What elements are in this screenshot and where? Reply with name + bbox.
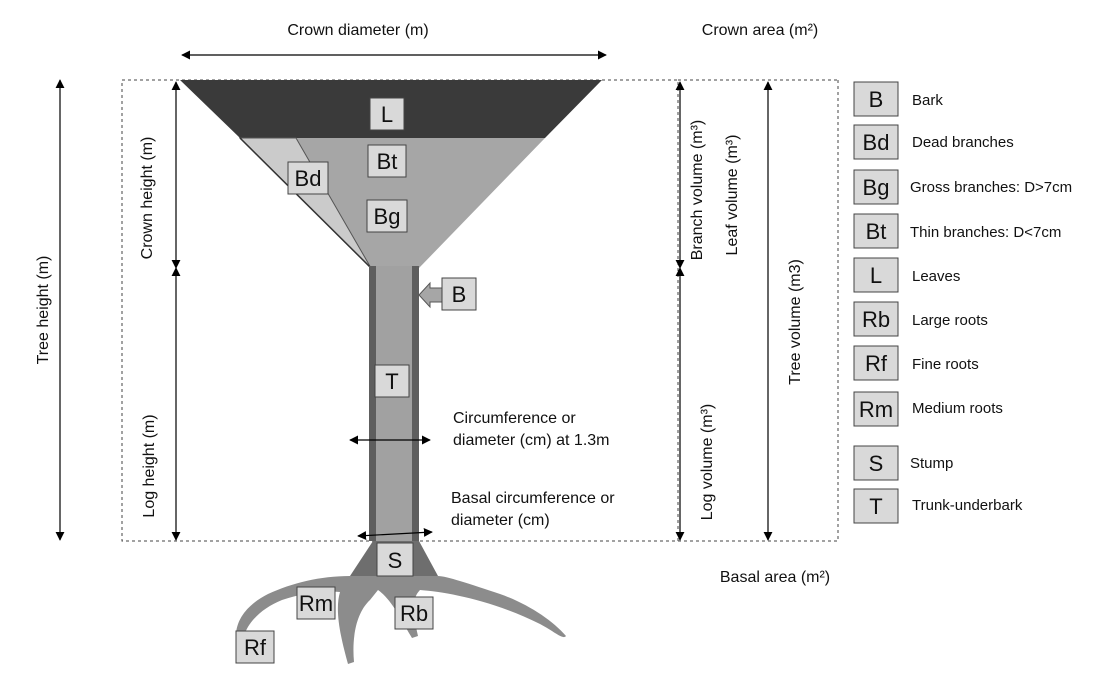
legend-code: Rf — [865, 351, 888, 376]
legend-item: Rf Fine roots — [853, 345, 979, 381]
part-code-large-roots: Rb — [400, 601, 428, 626]
roots-shape — [235, 576, 566, 664]
legend-label: Thin branches: D<7cm — [910, 224, 1061, 241]
legend-label: Bark — [912, 92, 943, 109]
part-code-leaves: L — [381, 102, 393, 127]
part-box-medium-roots: Rm — [296, 586, 336, 620]
legend-item: Bg Gross branches: D>7cm — [853, 169, 1072, 205]
legend-code: Bd — [863, 130, 890, 155]
legend-label: Trunk-underbark — [912, 497, 1023, 514]
legend-item: B Bark — [853, 81, 943, 117]
legend-code: B — [869, 87, 884, 112]
legend-label: Gross branches: D>7cm — [910, 179, 1072, 196]
circumference-label-line2: diameter (cm) at 1.3m — [453, 432, 609, 449]
part-box-trunk: T — [374, 364, 410, 398]
part-code-stump: S — [388, 548, 403, 573]
legend-code: Rb — [862, 307, 890, 332]
part-code-bark: B — [452, 282, 467, 307]
legend-item: Bd Dead branches — [853, 124, 1014, 160]
basal-circumference-label-line1: Basal circumference or — [451, 490, 615, 507]
crown-area-label: Crown area (m²) — [702, 22, 818, 39]
part-code-thin-branches: Bt — [377, 149, 398, 174]
basal-area-label: Basal area (m²) — [720, 569, 830, 586]
part-code-medium-roots: Rm — [299, 591, 333, 616]
tree-volume-label: Tree volume (m3) — [787, 259, 804, 385]
log-height-label: Log height (m) — [141, 414, 158, 517]
bark-pointer-arrow — [418, 281, 443, 309]
legend-code: Rm — [859, 397, 893, 422]
part-code-fine-roots: Rf — [244, 635, 267, 660]
crown-height-label: Crown height (m) — [139, 137, 156, 260]
leaf-volume-label: Leaf volume (m³) — [724, 135, 741, 256]
legend-label: Medium roots — [912, 400, 1003, 417]
legend-code: T — [869, 494, 882, 519]
part-code-dead-branches: Bd — [295, 166, 322, 191]
part-box-bark: B — [441, 277, 477, 311]
legend-item: T Trunk-underbark — [853, 488, 1023, 524]
legend-label: Fine roots — [912, 356, 979, 373]
legend-code: Bt — [866, 219, 887, 244]
part-box-large-roots: Rb — [394, 596, 434, 630]
part-box-dead-branches: Bd — [287, 161, 329, 195]
legend-code: Bg — [863, 175, 890, 200]
legend-item: Bt Thin branches: D<7cm — [853, 213, 1061, 249]
crown-diameter-label: Crown diameter (m) — [287, 22, 428, 39]
circumference-label-line1: Circumference or — [453, 410, 576, 427]
part-box-fine-roots: Rf — [235, 630, 275, 664]
legend-code: L — [870, 263, 882, 288]
branch-volume-label: Branch volume (m³) — [689, 120, 706, 260]
legend-label: Leaves — [912, 268, 960, 285]
legend-item: S Stump — [853, 445, 953, 481]
part-box-stump: S — [376, 542, 414, 577]
log-volume-label: Log volume (m³) — [699, 404, 716, 520]
legend-item: L Leaves — [853, 257, 960, 293]
legend-item: Rm Medium roots — [853, 391, 1003, 427]
legend: B Bark Bd Dead branches Bg Gross branche… — [853, 81, 1072, 524]
legend-label: Dead branches — [912, 134, 1014, 151]
legend-code: S — [869, 451, 884, 476]
tree-height-label: Tree height (m) — [35, 256, 52, 365]
part-code-trunk: T — [385, 369, 398, 394]
legend-item: Rb Large roots — [853, 301, 988, 337]
legend-label: Stump — [910, 455, 953, 472]
part-box-gross-branches: Bg — [366, 199, 408, 233]
part-code-gross-branches: Bg — [374, 204, 401, 229]
part-box-thin-branches: Bt — [367, 144, 407, 178]
basal-circumference-label-line2: diameter (cm) — [451, 512, 550, 529]
part-box-leaves: L — [369, 97, 405, 131]
dead-branches-edge — [239, 137, 372, 269]
basal-circumference-arrow — [357, 527, 433, 541]
trunk-shape — [376, 266, 412, 541]
legend-label: Large roots — [912, 312, 988, 329]
